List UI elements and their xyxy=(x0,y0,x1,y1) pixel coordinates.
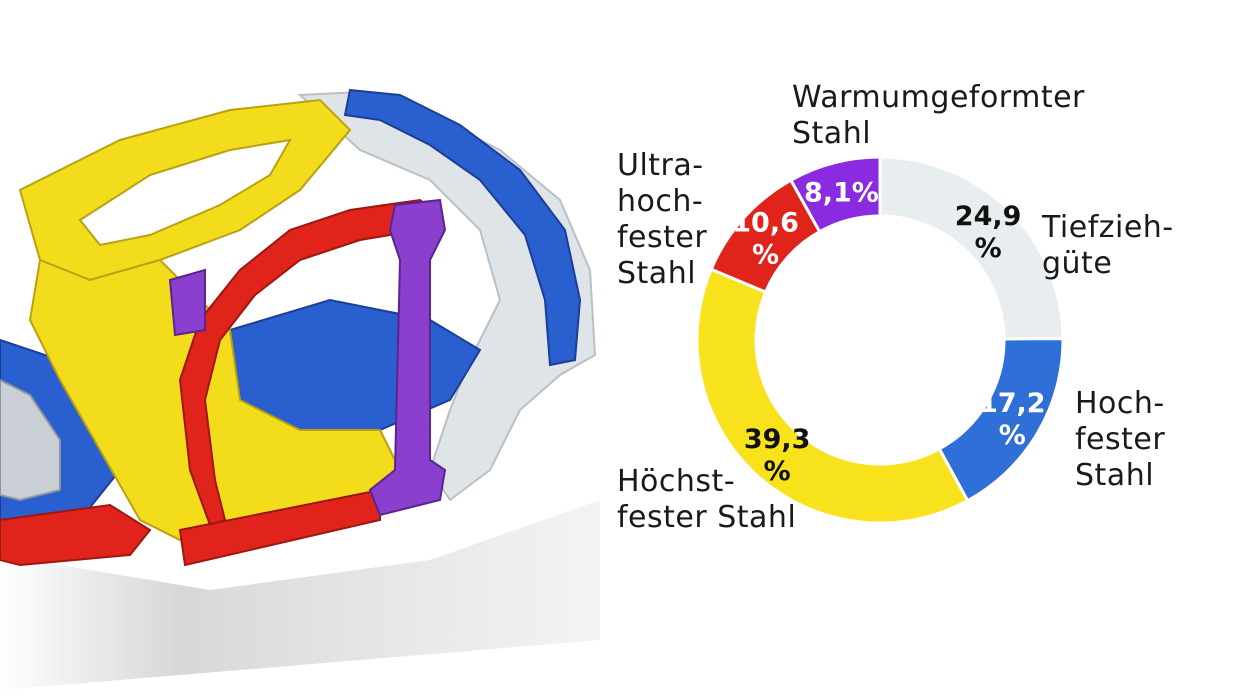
value-label-warmumgeformter-stahl: 8,1% xyxy=(804,177,879,208)
donut-slices xyxy=(695,155,1065,525)
purple-b-pillar xyxy=(368,198,447,517)
roof-opening xyxy=(78,138,292,247)
value-label-tiefziehgute: 24,9% xyxy=(955,201,1022,264)
blue-roof-rail xyxy=(343,88,582,367)
purple-a-pillar-base xyxy=(168,268,206,337)
category-label-tiefziehgute: Tiefzieh- güte xyxy=(1042,210,1174,281)
floor-shadow xyxy=(0,500,600,690)
red-sill xyxy=(178,488,381,567)
red-front-rail xyxy=(0,503,152,567)
category-label-warmumgeformter-stahl: Warmumgeformter Stahl xyxy=(792,80,1085,151)
car-body-illustration xyxy=(0,88,600,690)
donut-slice-tiefziehgute xyxy=(878,155,1065,341)
donut-value-labels: 24,9% 17,2% 39,3% 10,6%8,1% xyxy=(732,177,1045,486)
category-label-hochfester-stahl: Hoch- fester Stahl xyxy=(1075,386,1166,493)
donut-slice-warmumgeformter-stahl xyxy=(788,155,882,234)
value-label-hoechstfester-stahl: 39,3% xyxy=(744,424,811,487)
value-label-ultrahochfester-stahl: 10,6% xyxy=(732,208,799,271)
category-label-ultrahochfester-stahl: Ultra- hoch- fester Stahl xyxy=(617,148,708,291)
value-label-hochfester-stahl: 17,2% xyxy=(979,388,1046,451)
category-label-hoechstfester-stahl: Höchst- fester Stahl xyxy=(617,464,797,535)
donut-slice-hoechstfester-stahl xyxy=(695,267,970,525)
front-bulkhead xyxy=(0,378,61,502)
